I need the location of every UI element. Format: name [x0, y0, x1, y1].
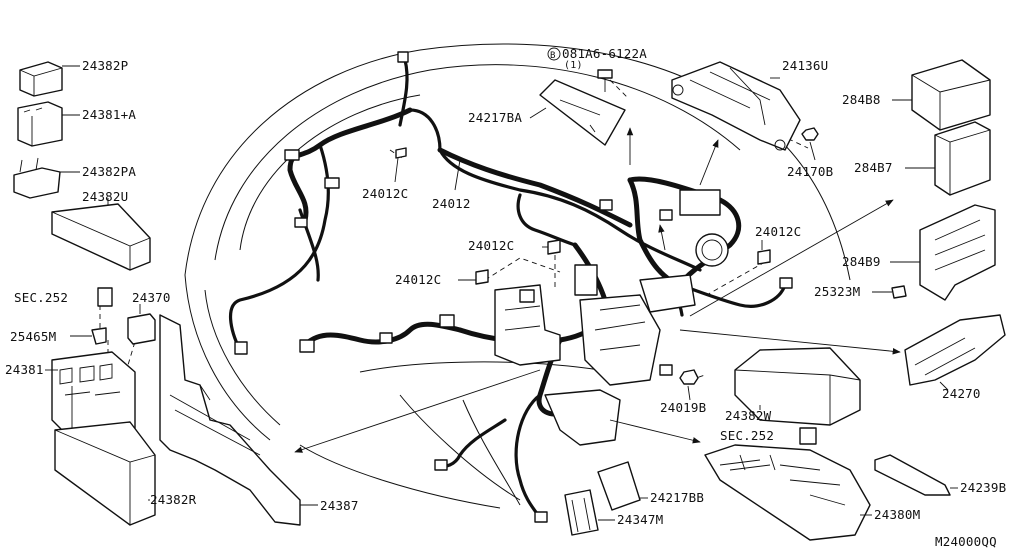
label-25323M: 25323M — [814, 284, 860, 299]
label-24382U: 24382U — [82, 189, 128, 204]
part-24380M-fuse-box — [704, 444, 872, 541]
label-sec252-left: SEC.252 — [14, 290, 68, 305]
part-24217BA-shield — [529, 79, 626, 146]
part-24381A-fuse-block — [17, 101, 80, 147]
part-24270-bracket — [904, 314, 1006, 391]
label-bolt-b: B — [550, 51, 556, 61]
label-24347M: 24347M — [617, 512, 663, 527]
label-bolt-081A6-6122A: 081A6-6122A — [562, 46, 647, 61]
label-24382PA: 24382PA — [82, 164, 136, 179]
part-24387-side-panel — [159, 314, 318, 526]
part-284B7-ipdm-module — [905, 121, 991, 196]
clip-24012C-group — [394, 147, 771, 285]
part-24347M-connector — [564, 489, 615, 536]
label-24170B: 24170B — [787, 164, 833, 179]
label-284B7: 284B7 — [854, 160, 893, 175]
part-24382W-cover — [734, 347, 861, 426]
bolt-081A6-6122A — [547, 47, 613, 92]
label-24270: 24270 — [942, 386, 981, 401]
part-24382R-lower-cover — [54, 421, 156, 526]
nut-24019B — [679, 369, 699, 401]
part-sec252-connector-right — [799, 427, 817, 445]
label-24381A: 24381+A — [82, 107, 136, 122]
label-24012: 24012 — [432, 196, 471, 211]
nut-24170B — [801, 127, 819, 161]
label-25465M: 25465M — [10, 329, 56, 344]
part-24382U-cover — [51, 198, 151, 271]
label-24382W: 24382W — [725, 408, 772, 423]
label-24387: 24387 — [320, 498, 359, 513]
part-24382PA-bracket — [13, 157, 80, 199]
label-24012C-b: 24012C — [468, 238, 514, 253]
part-24239B-bracket — [874, 454, 958, 496]
part-24382P-cover — [19, 61, 80, 97]
label-24382P: 24382P — [82, 58, 128, 73]
label-24136U: 24136U — [782, 58, 828, 73]
label-24217BA: 24217BA — [468, 110, 522, 125]
part-sec252-connector-left — [97, 287, 113, 307]
direction-arrows — [294, 127, 901, 453]
part-24136U-bracket — [671, 61, 801, 151]
part-284B8-module-cover — [892, 59, 991, 131]
harness-connectors — [234, 51, 793, 523]
part-number-labels: 24382P 24381+A 24382PA 24382U SEC.252 24… — [5, 46, 1006, 549]
label-284B9: 284B9 — [842, 254, 881, 269]
label-24012C-a: 24012C — [362, 186, 408, 201]
label-24380M: 24380M — [874, 507, 920, 522]
vehicle-body-outline — [184, 43, 851, 509]
part-25465M-fuse — [70, 327, 107, 345]
label-sec252-right: SEC.252 — [720, 428, 774, 443]
central-junction-cluster — [494, 189, 729, 446]
label-24370: 24370 — [132, 290, 171, 305]
part-24370-relay — [127, 304, 156, 345]
label-24217BB: 24217BB — [650, 490, 704, 505]
part-24217BB-shield — [597, 461, 648, 511]
label-24382R: 24382R — [150, 492, 197, 507]
diagram-code: M24000QQ — [935, 534, 997, 549]
label-24012C-c: 24012C — [395, 272, 441, 287]
label-24012C-d: 24012C — [755, 224, 801, 239]
label-24381: 24381 — [5, 362, 44, 377]
label-284B8: 284B8 — [842, 92, 881, 107]
bolt-25323M — [872, 285, 907, 299]
fastener-dashed-lines — [99, 79, 809, 381]
label-24019B: 24019B — [660, 400, 706, 415]
part-284B9-bracket — [890, 204, 996, 301]
label-bolt-qty: (1) — [564, 60, 583, 71]
label-24239B: 24239B — [960, 480, 1006, 495]
